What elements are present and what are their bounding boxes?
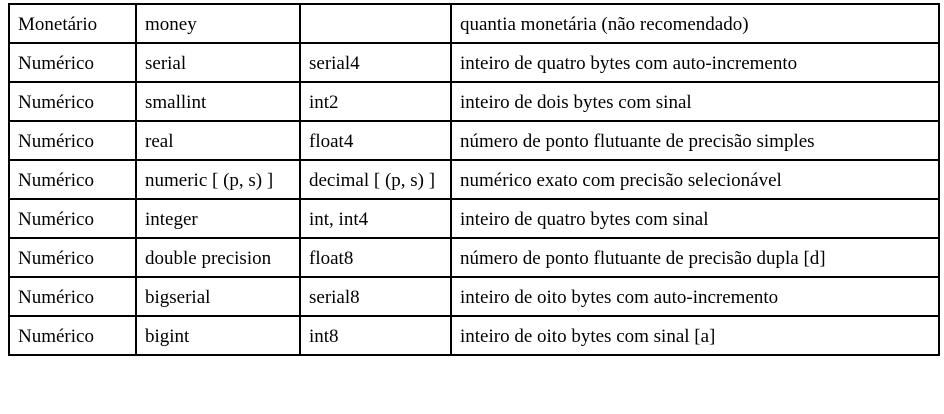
table-row: Numérico bigserial serial8 inteiro de oi… xyxy=(8,276,940,317)
table-row: Numérico integer int, int4 inteiro de qu… xyxy=(8,198,940,239)
alias-cell: float4 xyxy=(299,120,452,161)
description-cell: número de ponto flutuante de precisão du… xyxy=(450,237,940,278)
type-name-cell: integer xyxy=(135,198,301,239)
category-cell: Numérico xyxy=(8,198,137,239)
category-cell: Numérico xyxy=(8,81,137,122)
alias-cell: int8 xyxy=(299,315,452,356)
alias-cell xyxy=(299,3,452,44)
type-name-cell: double precision xyxy=(135,237,301,278)
type-name-cell: real xyxy=(135,120,301,161)
description-cell: inteiro de quatro bytes com sinal xyxy=(450,198,940,239)
table-row: Numérico double precision float8 número … xyxy=(8,237,940,278)
category-cell: Numérico xyxy=(8,276,137,317)
category-cell: Numérico xyxy=(8,120,137,161)
alias-cell: int, int4 xyxy=(299,198,452,239)
type-name-cell: bigint xyxy=(135,315,301,356)
alias-cell: serial8 xyxy=(299,276,452,317)
table-row: Numérico smallint int2 inteiro de dois b… xyxy=(8,81,940,122)
description-cell: número de ponto flutuante de precisão si… xyxy=(450,120,940,161)
description-cell: numérico exato com precisão selecionável xyxy=(450,159,940,200)
alias-cell: int2 xyxy=(299,81,452,122)
category-cell: Numérico xyxy=(8,237,137,278)
description-cell: inteiro de dois bytes com sinal xyxy=(450,81,940,122)
type-name-cell: numeric [ (p, s) ] xyxy=(135,159,301,200)
table-row: Numérico bigint int8 inteiro de oito byt… xyxy=(8,315,940,356)
table-row: Numérico real float4 número de ponto flu… xyxy=(8,120,940,161)
table-row: Numérico numeric [ (p, s) ] decimal [ (p… xyxy=(8,159,940,200)
description-cell: quantia monetária (não recomendado) xyxy=(450,3,940,44)
table-row: Monetário money quantia monetária (não r… xyxy=(8,3,940,44)
description-cell: inteiro de oito bytes com auto-increment… xyxy=(450,276,940,317)
type-name-cell: money xyxy=(135,3,301,44)
description-cell: inteiro de quatro bytes com auto-increme… xyxy=(450,42,940,83)
type-name-cell: smallint xyxy=(135,81,301,122)
category-cell: Numérico xyxy=(8,159,137,200)
alias-cell: decimal [ (p, s) ] xyxy=(299,159,452,200)
description-cell: inteiro de oito bytes com sinal [a] xyxy=(450,315,940,356)
alias-cell: serial4 xyxy=(299,42,452,83)
type-name-cell: bigserial xyxy=(135,276,301,317)
table-row: Numérico serial serial4 inteiro de quatr… xyxy=(8,42,940,83)
category-cell: Monetário xyxy=(8,3,137,44)
data-types-table: Monetário money quantia monetária (não r… xyxy=(8,3,940,356)
alias-cell: float8 xyxy=(299,237,452,278)
type-name-cell: serial xyxy=(135,42,301,83)
category-cell: Numérico xyxy=(8,315,137,356)
category-cell: Numérico xyxy=(8,42,137,83)
